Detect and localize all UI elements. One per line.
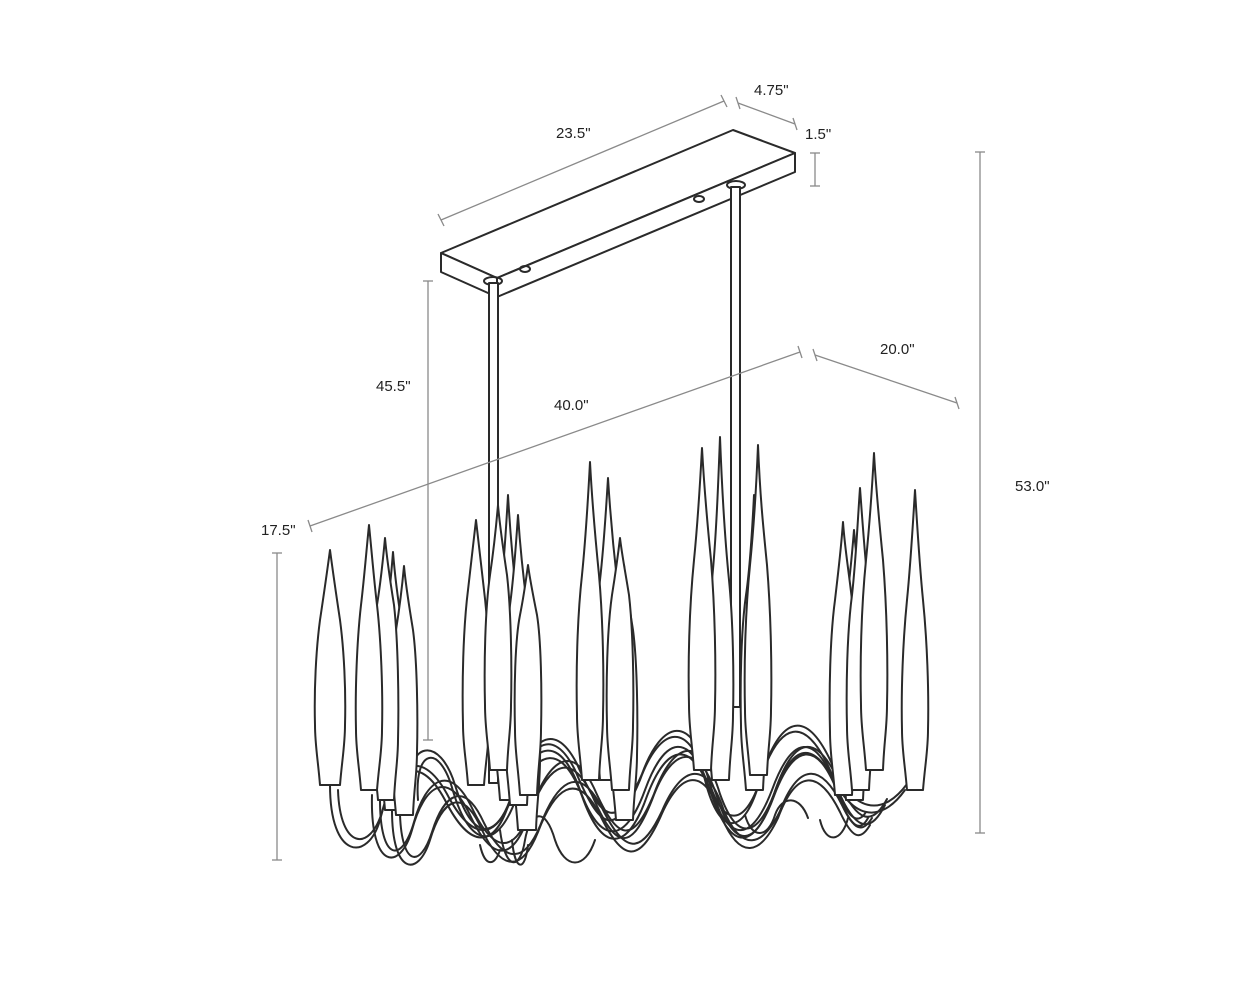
overall-height-label: 53.0" (1015, 478, 1050, 495)
lamps-front-row (313, 444, 930, 796)
body-depth-label: 20.0" (880, 341, 915, 358)
canopy-screw-right (693, 195, 705, 203)
lamp (900, 489, 930, 791)
lamp (575, 461, 605, 781)
drop-label: 45.5" (376, 378, 411, 395)
canopy-depth-label: 4.75" (754, 82, 789, 99)
lamp (313, 549, 347, 786)
lamp (605, 537, 635, 791)
canopy-length-label: 23.5" (556, 125, 591, 142)
lamp (859, 452, 889, 771)
lamp (687, 447, 717, 771)
body-height-label: 17.5" (261, 522, 296, 539)
lamp (513, 564, 543, 796)
body-length-label: 40.0" (554, 397, 589, 414)
dimension-lines (272, 94, 985, 861)
lamp (743, 444, 773, 776)
canopy-height-label: 1.5" (805, 126, 831, 143)
lamp (483, 504, 513, 771)
dimension-labels: 23.5" 4.75" 1.5" 45.5" 40.0" 20.0" 17.5"… (261, 82, 1050, 539)
canopy (440, 129, 796, 298)
down-rod-right (730, 186, 741, 708)
lamp (354, 524, 384, 791)
canopy-screw-left (519, 265, 531, 273)
